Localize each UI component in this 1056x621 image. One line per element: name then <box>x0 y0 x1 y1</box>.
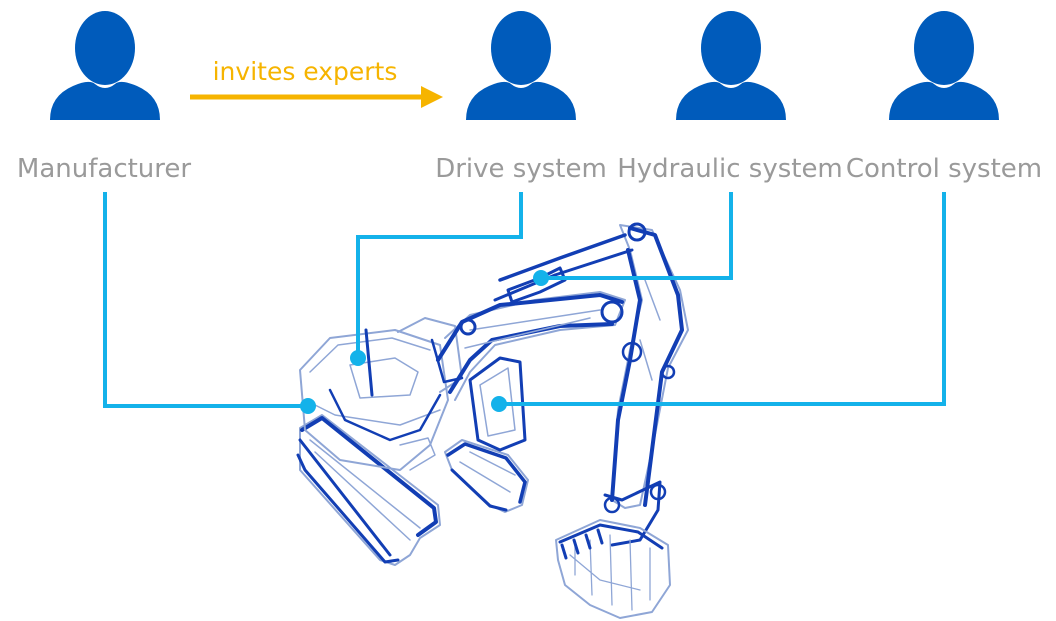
excavator-wireframe-illustration <box>296 222 689 619</box>
manufacturer-connector <box>103 192 308 408</box>
drive-system-label: Drive system <box>435 154 607 184</box>
bucket <box>555 519 671 619</box>
connector-lines <box>103 192 946 408</box>
drive-system-person-icon <box>466 11 576 120</box>
upper-body <box>299 329 449 471</box>
control-system-connector <box>499 192 946 406</box>
manufacturer-connector-dot <box>300 398 316 414</box>
drive-system-connector <box>356 192 523 358</box>
manufacturer-label: Manufacturer <box>17 154 191 184</box>
invites-experts-label: invites experts <box>213 57 398 86</box>
hydraulic-system-connector-dot <box>533 270 549 286</box>
hydraulic-system-connector <box>541 192 733 280</box>
boom-cylinder <box>468 356 527 452</box>
manufacturer-person-icon <box>50 11 160 120</box>
exhaust-pipe <box>364 328 374 397</box>
bucket-linkage <box>603 480 667 547</box>
boom <box>436 291 626 401</box>
hydraulic-system-label: Hydraulic system <box>617 154 843 184</box>
drive-system-connector-dot <box>350 350 366 366</box>
hydraulic-system-person-icon <box>676 11 786 120</box>
control-system-connector-dot <box>491 396 507 412</box>
invites-experts-arrow <box>190 86 443 108</box>
rear-track <box>296 414 441 566</box>
control-system-label: Control system <box>846 154 1042 184</box>
arm <box>493 222 689 509</box>
front-track <box>444 439 529 513</box>
cab <box>397 317 464 393</box>
control-system-person-icon <box>889 11 999 120</box>
